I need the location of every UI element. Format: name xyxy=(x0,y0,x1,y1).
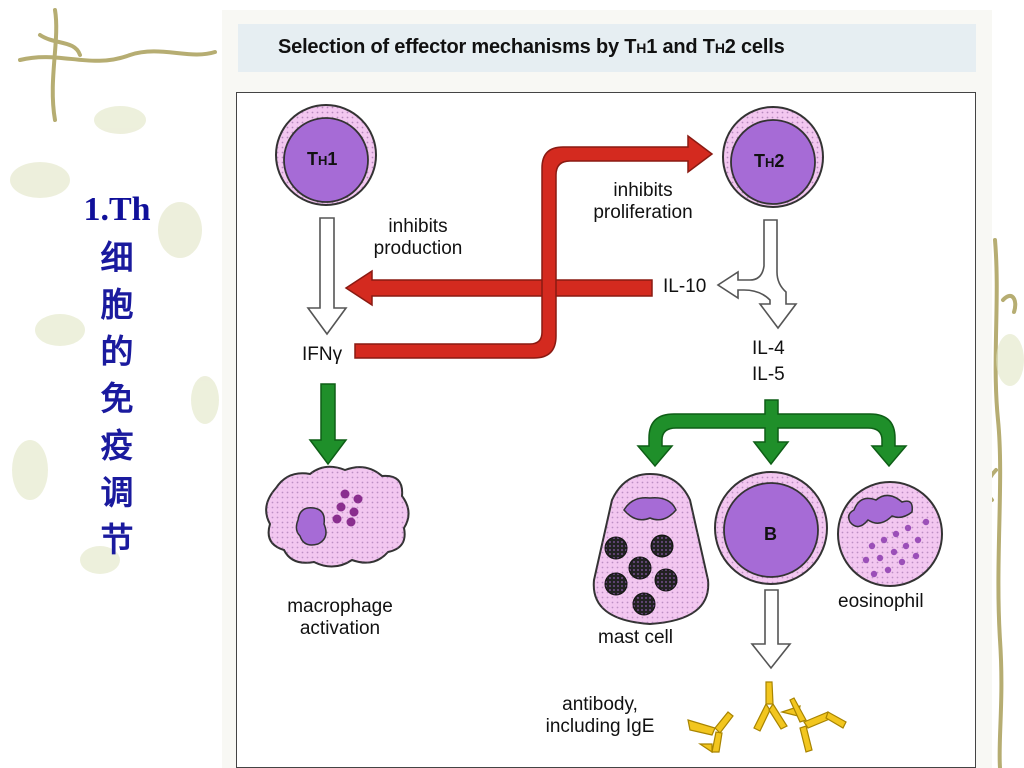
diagram-panel xyxy=(236,92,976,768)
il5-label: IL-5 xyxy=(752,364,785,385)
th2-cell-label: TH2 xyxy=(754,151,785,171)
mast-cell xyxy=(592,472,710,626)
th1-cell-label: TH1 xyxy=(307,149,338,169)
antibody-molecules xyxy=(687,681,847,754)
inhibits-production-label: inhibits production xyxy=(373,216,463,259)
th1-cell xyxy=(275,104,377,206)
il4-label: IL-4 xyxy=(752,338,785,359)
inhibits-proliferation-label: inhibits proliferation xyxy=(593,180,693,223)
figure-header: Selection of effector mechanisms by TH1 … xyxy=(238,24,976,72)
macrophage-activation-label: macrophage activation xyxy=(287,596,393,639)
red-arrow-ifn-inhibits-th2 xyxy=(354,134,714,359)
hollow-arrow-b-antibody xyxy=(750,589,792,670)
green-arrow-ifn-macrophage xyxy=(308,383,348,466)
eosinophil-cell xyxy=(837,481,943,587)
slide-title-chinese: 细胞的免疫调节 xyxy=(100,238,134,559)
hollow-arrow-th2 xyxy=(716,219,798,330)
hollow-arrow-th1-ifn xyxy=(306,217,348,336)
th2-cell xyxy=(722,106,824,208)
ifn-gamma-label: IFNγ xyxy=(302,344,343,365)
b-cell xyxy=(714,471,828,585)
macrophage-cell xyxy=(265,465,410,568)
red-arrow-il10-inhibits xyxy=(344,269,653,307)
mast-cell-label: mast cell xyxy=(598,627,673,648)
il10-label: IL-10 xyxy=(663,276,707,297)
green-branch-arrows xyxy=(636,399,908,468)
eosinophil-label: eosinophil xyxy=(838,591,924,612)
antibody-label: antibody, including IgE xyxy=(545,694,655,737)
figure-title: Selection of effector mechanisms by TH1 … xyxy=(278,36,785,58)
slide-title: 1.Th 细胞的免疫调节 xyxy=(62,190,172,563)
slide-title-prefix: 1.Th xyxy=(83,191,151,228)
b-cell-label: B xyxy=(764,524,777,544)
